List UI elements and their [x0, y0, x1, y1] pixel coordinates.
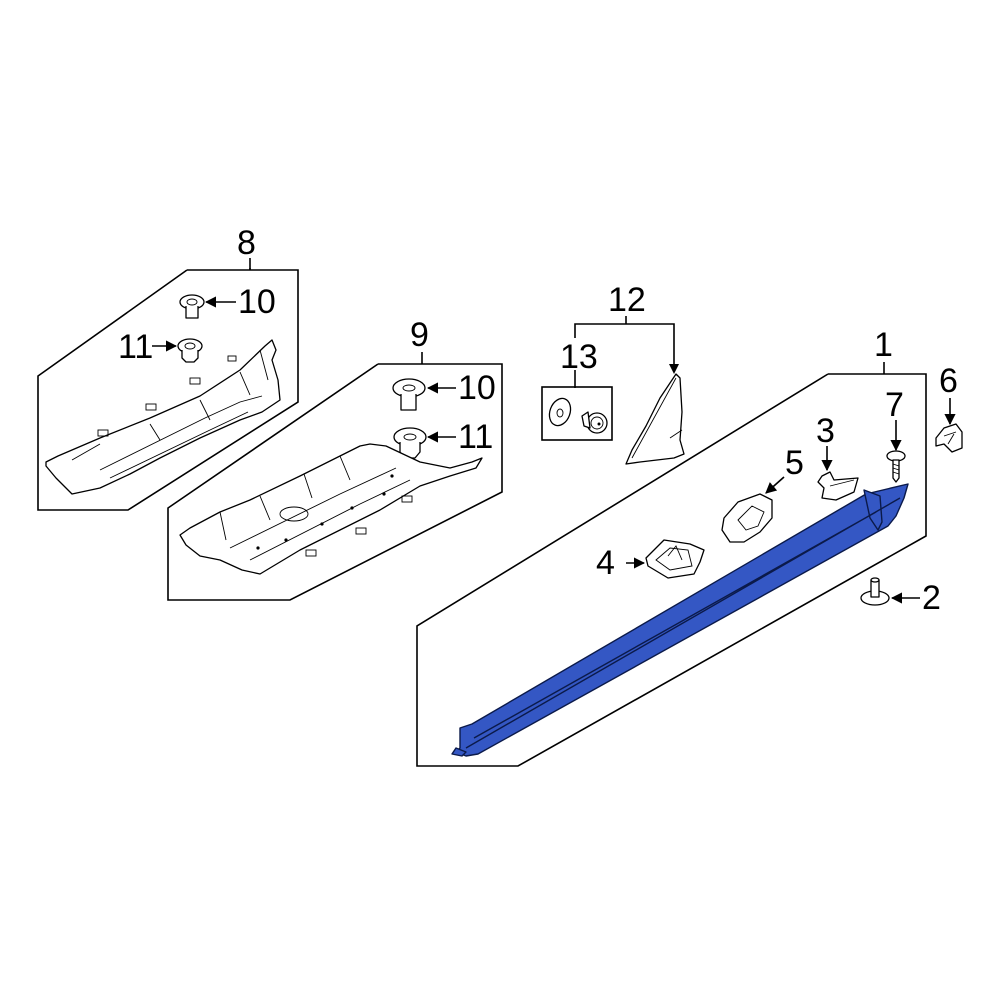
callout-3: 3 — [816, 412, 835, 450]
end-clip-part-6[interactable] — [935, 398, 963, 453]
callout-8: 8 — [237, 224, 256, 262]
group-1-frame — [416, 362, 927, 767]
screw-part-7[interactable] — [886, 420, 906, 483]
callout-7: 7 — [885, 386, 904, 424]
callout-9: 9 — [410, 316, 429, 354]
callout-1: 1 — [874, 326, 893, 364]
push-retainer-part-10b[interactable] — [392, 378, 456, 411]
push-pin-part-2[interactable] — [860, 577, 920, 606]
callout-4: 4 — [596, 544, 615, 582]
callout-2: 2 — [922, 579, 941, 617]
retainer-clip-part-4[interactable] — [626, 539, 705, 579]
callout-10a: 10 — [238, 283, 276, 321]
callout-12: 12 — [608, 281, 646, 319]
callout-11a: 11 — [118, 328, 154, 366]
nut-part-11a[interactable] — [152, 338, 203, 363]
group-9-frame — [167, 352, 503, 601]
under-cover-shield-part-9[interactable] — [179, 443, 483, 575]
callout-5: 5 — [785, 444, 804, 482]
callout-13: 13 — [560, 338, 598, 376]
clip-part-3[interactable] — [817, 446, 859, 501]
callout-11b: 11 — [458, 418, 494, 456]
trim-piece-part-12[interactable] — [625, 373, 685, 465]
callout-6: 6 — [939, 362, 958, 400]
under-cover-shield-part-8[interactable] — [45, 339, 281, 495]
group-12-bracket — [574, 316, 679, 388]
clip-part-5[interactable] — [721, 476, 785, 543]
push-retainer-part-10a[interactable] — [179, 294, 236, 319]
nut-part-11b[interactable] — [393, 427, 456, 459]
callout-10b: 10 — [458, 369, 496, 407]
group-8-frame — [37, 258, 299, 511]
rocker-panel-molding-part-1[interactable] — [451, 483, 909, 757]
washer-fastener-kit-part-13[interactable] — [541, 386, 613, 441]
